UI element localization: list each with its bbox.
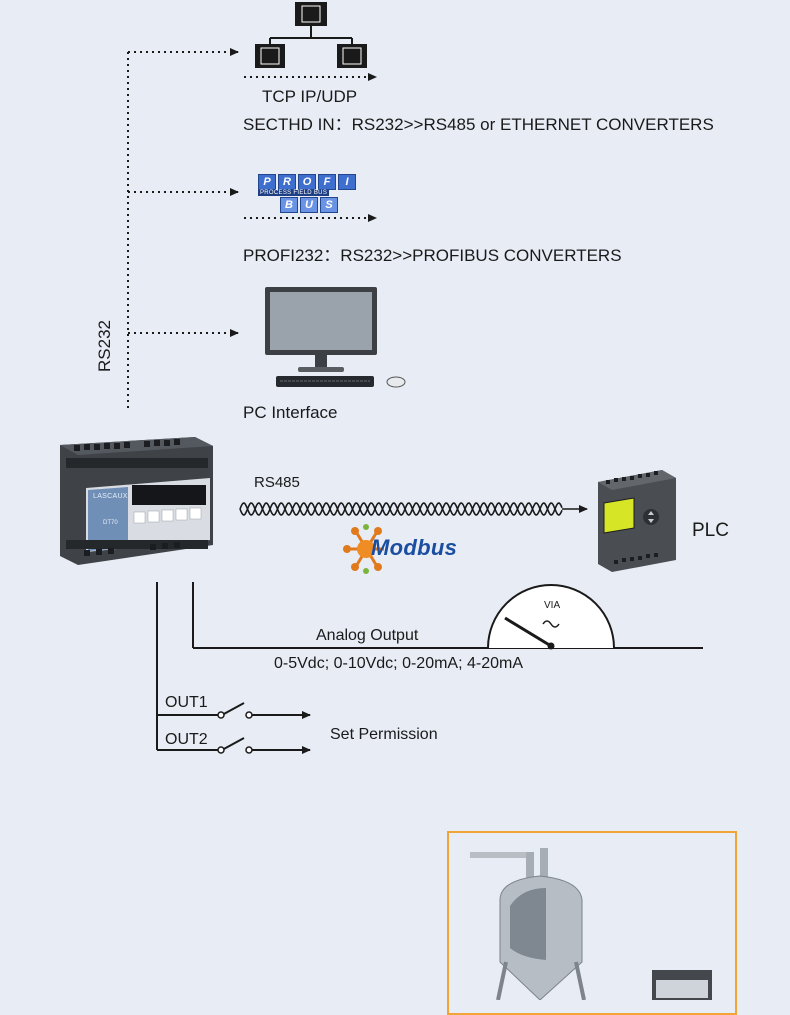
analog-output-label: Analog Output	[316, 627, 419, 644]
silo-application-photo	[447, 831, 737, 1015]
rs232-label: RS232	[95, 320, 114, 372]
meter-label: VIA	[544, 600, 561, 611]
rs232-bus	[127, 48, 377, 410]
analog-meter-gauge	[487, 584, 615, 650]
weighing-controller-device	[60, 437, 213, 565]
modbus-logo-text: Modbus	[371, 535, 458, 560]
rs485-twisted-pair	[239, 502, 588, 516]
profibus-letter: I	[338, 174, 356, 190]
pc-monitor-icon	[265, 287, 406, 388]
plc-label: PLC	[692, 520, 729, 541]
profibus-converter-caption: PROFI232：RS232>>PROFIBUS CONVERTERS	[243, 246, 622, 265]
tcp-ip-udp-label: TCP IP/UDP	[262, 87, 358, 106]
out2-label: OUT2	[165, 731, 208, 748]
network-icon	[255, 2, 367, 68]
rs485-label: RS485	[254, 474, 300, 491]
profibus-letter: B	[280, 197, 298, 213]
modbus-logo-emblem	[343, 524, 384, 574]
pc-interface-caption: PC Interface	[243, 403, 338, 422]
profibus-logo-subtitle: PROCESS FIELD BUS	[258, 190, 330, 196]
profibus-letter: U	[300, 197, 318, 213]
plc-device	[598, 470, 676, 572]
out1-label: OUT1	[165, 694, 208, 711]
output-wiring	[156, 582, 703, 754]
analog-ranges-label: 0-5Vdc; 0-10Vdc; 0-20mA; 4-20mA	[274, 655, 524, 672]
output-switch-contacts	[217, 711, 253, 754]
device-brand-label: LASCAUX	[93, 493, 128, 500]
profibus-letter: R	[278, 174, 296, 190]
profibus-letter: F	[318, 174, 336, 190]
set-permission-label: Set Permission	[330, 726, 438, 743]
silo-illustration	[470, 848, 712, 1000]
profibus-letter: O	[298, 174, 316, 190]
ethernet-converter-caption: SECTHD IN：RS232>>RS485 or ETHERNET CONVE…	[243, 115, 714, 134]
profibus-letter: P	[258, 174, 276, 190]
profibus-letter: S	[320, 197, 338, 213]
device-model-label: DT70	[103, 520, 118, 526]
